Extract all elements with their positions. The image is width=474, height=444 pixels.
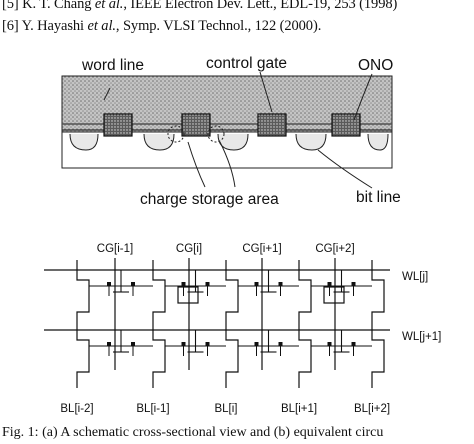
storage-site-marker — [167, 125, 185, 143]
control-gate — [181, 113, 211, 137]
reference-5: [5] K. T. Chang et al., IEEE Electron De… — [2, 0, 397, 13]
substrate-outline — [61, 132, 393, 169]
bl-label: BL[i-1] — [136, 403, 169, 415]
charge-storage-markers — [167, 125, 225, 143]
memory-cell — [89, 330, 153, 356]
charge-storage-label: charge storage area — [140, 191, 279, 208]
memory-cell — [165, 330, 226, 356]
cg-label: CG[i-1] — [97, 243, 133, 255]
control-gate — [257, 113, 287, 137]
memory-cell — [311, 330, 372, 356]
bl-label: BL[i+2] — [354, 403, 390, 415]
word-line-leader — [103, 87, 111, 101]
reference-number: [6] — [2, 18, 19, 34]
wl-label-col: WL[j] WL[j+1] — [402, 271, 441, 343]
cg-label: CG[i] — [176, 243, 202, 255]
wl-label: WL[j+1] — [402, 331, 441, 343]
bl-label-row: BL[i-2] BL[i-1] BL[i] BL[i+1] BL[i+2] — [60, 403, 390, 415]
reference-number: [5] — [2, 0, 19, 12]
cg-label: CG[i+1] — [242, 243, 281, 255]
bitline-wire — [371, 260, 385, 388]
cg-label: CG[i+2] — [315, 243, 354, 255]
reference-6: [6] Y. Hayashi et al., Symp. VLSI Techno… — [2, 18, 321, 35]
bl-label: BL[i+1] — [281, 403, 317, 415]
control-gate — [331, 113, 361, 137]
equivalent-circuit-figure: CG[i-1]CG[i]CG[i+1]CG[i+2] WL[j]WL[j+1] … — [44, 243, 441, 415]
storage-site-marker — [207, 125, 225, 143]
reference-authors: K. T. Chang — [22, 0, 92, 12]
reference-details: , IEEE Electron Dev. Lett., EDL-19, 253 … — [123, 0, 398, 12]
bit-line-leader — [317, 149, 373, 189]
bitline-wire — [152, 260, 166, 388]
control-gate-label: control gate — [206, 55, 287, 72]
ono-leader — [353, 73, 373, 121]
cell-array — [89, 270, 372, 356]
reference-details: , Symp. VLSI Technol., 122 (2000). — [115, 18, 322, 34]
bl-label: BL[i-2] — [60, 403, 93, 415]
cg-label-row: CG[i-1] CG[i] CG[i+1] CG[i+2] — [97, 243, 355, 255]
memory-cell — [238, 330, 299, 356]
highlighted-cell-box — [177, 286, 199, 304]
bit-line-diffusion — [367, 133, 389, 151]
control-gate-row — [103, 113, 361, 137]
ono-label: ONO — [358, 57, 393, 74]
bitline-wire — [76, 260, 90, 388]
charge-storage-leader — [187, 141, 206, 188]
cross-section-figure: word line control gate ONO charge storag… — [61, 55, 401, 208]
wordline-wires — [44, 258, 390, 370]
bit-line-diffusion — [217, 133, 249, 151]
memory-cell — [238, 270, 299, 296]
reference-etal: et al. — [94, 0, 124, 12]
bit-line-diffusions — [69, 133, 389, 151]
reference-etal: et al. — [87, 18, 117, 34]
memory-cell — [89, 270, 153, 296]
control-gate-leader — [259, 71, 273, 113]
figure-caption: Fig. 1: (a) A schematic cross-sectional … — [2, 425, 384, 440]
bitline-wires — [76, 260, 385, 388]
reference-authors: Y. Hayashi — [21, 18, 84, 34]
bit-line-diffusion — [69, 133, 99, 151]
control-gate — [103, 113, 133, 137]
memory-cell — [165, 270, 226, 296]
highlighted-cells — [177, 286, 345, 304]
charge-storage-leader — [219, 141, 236, 188]
leader-lines — [103, 71, 373, 189]
bit-line-label: bit line — [356, 189, 401, 206]
bit-line-diffusion — [143, 133, 175, 151]
bl-label: BL[i] — [214, 403, 237, 415]
word-line-label: word line — [81, 57, 144, 74]
memory-cell — [311, 270, 372, 296]
bitline-wire — [298, 260, 312, 388]
wl-label: WL[j] — [402, 271, 428, 283]
bit-line-diffusion — [295, 133, 327, 151]
bitline-wire — [225, 260, 239, 388]
highlighted-cell-box — [323, 286, 345, 304]
